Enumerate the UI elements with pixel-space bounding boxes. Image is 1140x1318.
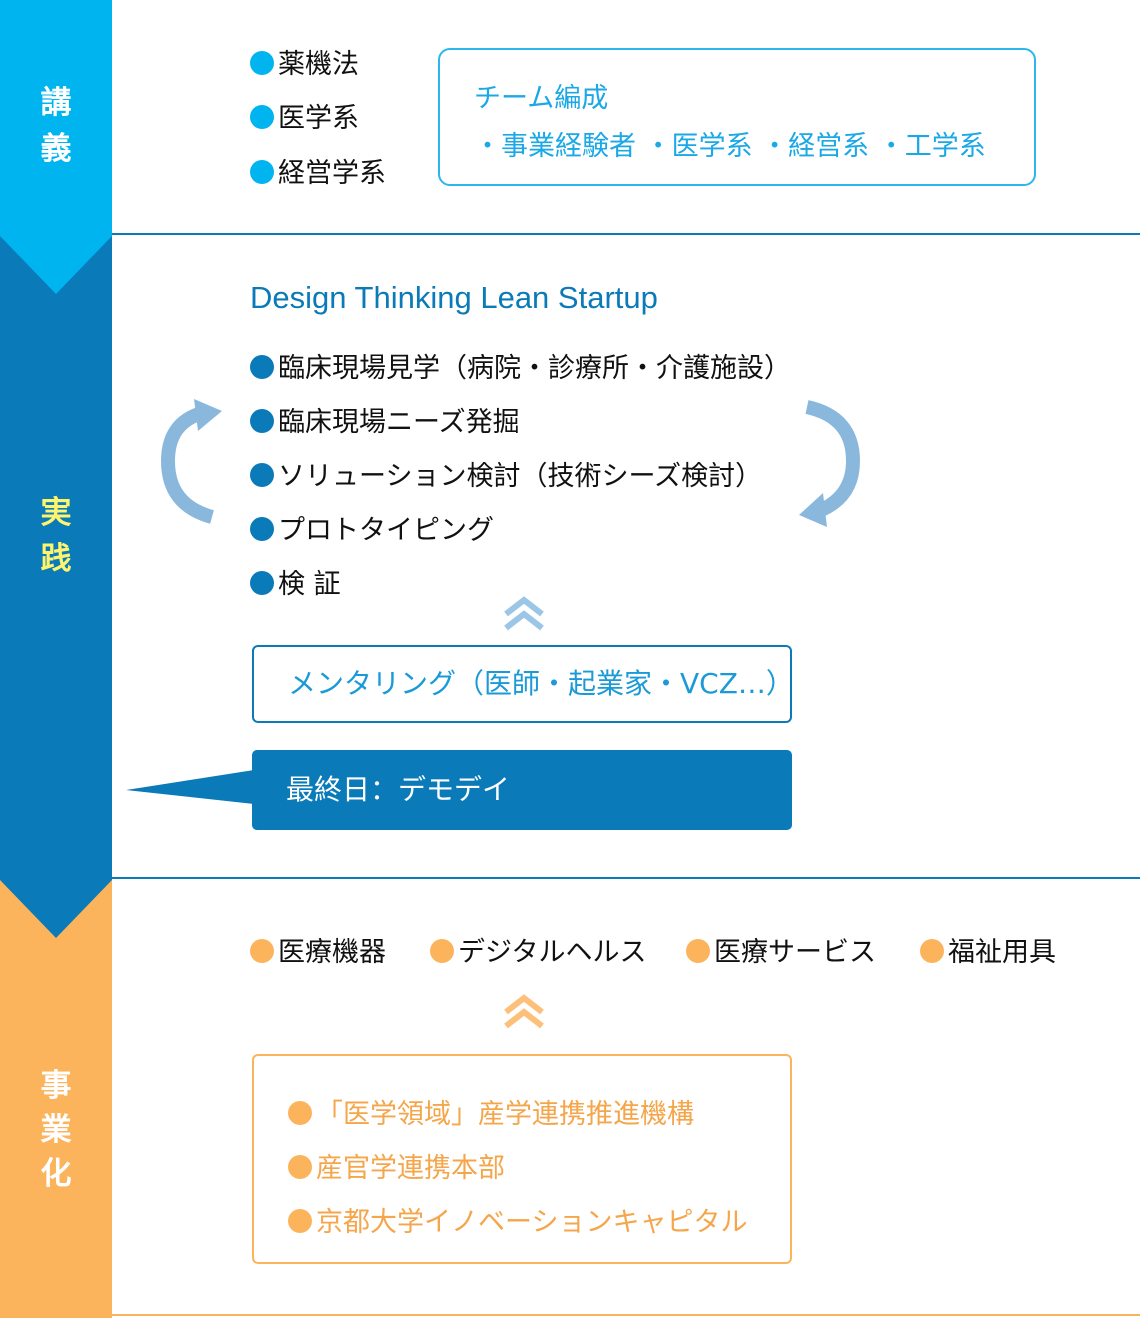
bullet-dot — [250, 355, 274, 379]
demo-day-box: 最終日：デモデイ — [252, 750, 792, 830]
support-organization: 産官学連携本部 — [288, 1146, 505, 1185]
method-title: Design Thinking Lean Startup — [250, 280, 658, 315]
team-formation-members: ・事業経験者 ・医学系 ・経営系 ・工学系 — [474, 131, 986, 162]
stage-arrow-practice — [0, 880, 112, 938]
stage-band-business — [0, 880, 112, 1318]
team-formation-title: チーム編成 — [474, 83, 609, 114]
bullet-dot — [686, 939, 710, 963]
demo-day-pointer — [126, 770, 254, 804]
bullet-dot — [250, 517, 274, 541]
stage-band-lecture — [0, 0, 112, 236]
chevron-up-icon — [504, 994, 544, 1029]
stage-arrow-lecture-overlay — [0, 236, 112, 294]
bullet-dot — [250, 571, 274, 595]
stage-label-practice: 実 践 — [40, 495, 72, 577]
divider-lecture — [112, 233, 1140, 235]
bullet-dot — [250, 51, 274, 75]
stage-label-lecture: 講 義 — [40, 85, 72, 167]
business-field: 医療サービス — [686, 936, 876, 970]
cycle-arrow-right-icon — [799, 400, 861, 527]
bullet-dot — [288, 1209, 312, 1233]
business-field: 医療機器 — [250, 936, 386, 970]
bullet-dot — [430, 939, 454, 963]
divider-practice — [112, 877, 1140, 879]
bullet-dot — [288, 1155, 312, 1179]
mentoring-box: メンタリング（医師・起業家・VCZ…） — [252, 645, 794, 723]
practice-step: プロトタイピング — [250, 514, 494, 548]
business-field: デジタルヘルス — [430, 936, 646, 970]
team-formation-box: チーム編成 ・事業経験者 ・医学系 ・経営系 ・工学系 — [438, 48, 1036, 186]
lecture-subject: 薬機法 — [250, 48, 359, 82]
support-organizations-box: 「医学領域」産学連携推進機構 産官学連携本部 京都大学イノベーションキャピタル — [252, 1054, 792, 1264]
divider-business — [112, 1314, 1140, 1316]
chevron-up-icon — [504, 596, 544, 631]
bullet-dot — [250, 939, 274, 963]
bullet-dot — [288, 1101, 312, 1125]
practice-step: 臨床現場ニーズ発掘 — [250, 406, 520, 440]
practice-step: 検 証 — [250, 568, 341, 602]
business-field: 福祉用具 — [920, 936, 1056, 970]
lecture-subject: 経営学系 — [250, 157, 386, 191]
bullet-dot — [920, 939, 944, 963]
practice-step: 臨床現場見学（病院・診療所・介護施設） — [250, 352, 791, 386]
support-organization: 「医学領域」産学連携推進機構 — [288, 1092, 694, 1131]
practice-step: ソリューション検討（技術シーズ検討） — [250, 460, 762, 494]
cycle-arrow-left-icon — [160, 399, 222, 524]
stage-band-practice — [0, 236, 112, 880]
lecture-subject: 医学系 — [250, 102, 359, 136]
bullet-dot — [250, 463, 274, 487]
stage-label-business: 事 業 化 — [40, 1068, 72, 1192]
bullet-dot — [250, 105, 274, 129]
bullet-dot — [250, 160, 274, 184]
bullet-dot — [250, 409, 274, 433]
support-organization: 京都大学イノベーションキャピタル — [288, 1200, 747, 1239]
